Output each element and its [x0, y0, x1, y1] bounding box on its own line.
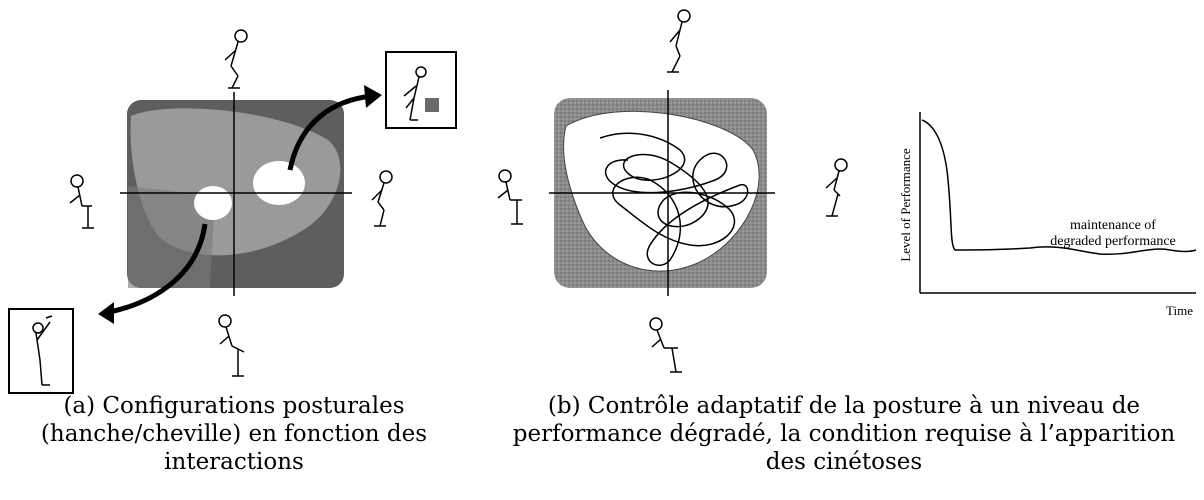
graph-x-label: Time [1166, 303, 1193, 318]
inset-figure-upper [403, 66, 439, 121]
arrowhead-lower [98, 302, 114, 324]
stick-figure-left-b [497, 169, 523, 225]
caption-a-line1: (a) Configurations posturales [63, 393, 405, 419]
stick-figure-right-a [371, 170, 393, 227]
stick-figure-bottom-a [218, 314, 245, 377]
caption-a-line2: (hanche/cheville) en fonction des [40, 421, 428, 447]
graph-annotation-line1: maintenance of [1070, 218, 1156, 233]
stick-figure-top-b [667, 9, 691, 73]
panel-a [8, 29, 457, 394]
degraded-region-leaf [563, 110, 760, 272]
arrowhead-upper [364, 85, 382, 108]
graph-annotation-line2: degraded performance [1050, 234, 1176, 249]
caption-a-line3: interactions [164, 449, 304, 475]
graph-y-label: Level of Performance [898, 148, 913, 262]
hip-strategy-ellipse [253, 161, 305, 205]
performance-curve [921, 119, 1197, 256]
caption-b-line1: (b) Contrôle adaptatif de la posture à u… [547, 393, 1141, 419]
stick-figure-left-a [69, 174, 94, 229]
inset-figure-lower [32, 315, 53, 386]
panel-b: Level of Performance Time maintenance of… [497, 9, 1197, 373]
arrow-to-upper-box [287, 93, 373, 171]
caption-b-line2: performance dégradé, la condition requis… [512, 421, 1176, 447]
sway-trajectory [599, 132, 749, 266]
arrow-to-lower-box [109, 223, 208, 315]
performance-graph: Level of Performance Time maintenance of… [898, 112, 1197, 318]
inset-box-upper [385, 51, 457, 129]
ankle-strategy-ellipse [194, 186, 232, 220]
caption-b-line3: des cinétoses [765, 449, 923, 475]
stick-figure-top-a [224, 29, 248, 89]
caption-a: (a) Configurations posturales (hanche/ch… [0, 392, 468, 476]
stick-figure-bottom-b [649, 317, 682, 373]
stick-figure-right-b [825, 158, 848, 217]
caption-b: (b) Contrôle adaptatif de la posture à u… [488, 392, 1200, 476]
